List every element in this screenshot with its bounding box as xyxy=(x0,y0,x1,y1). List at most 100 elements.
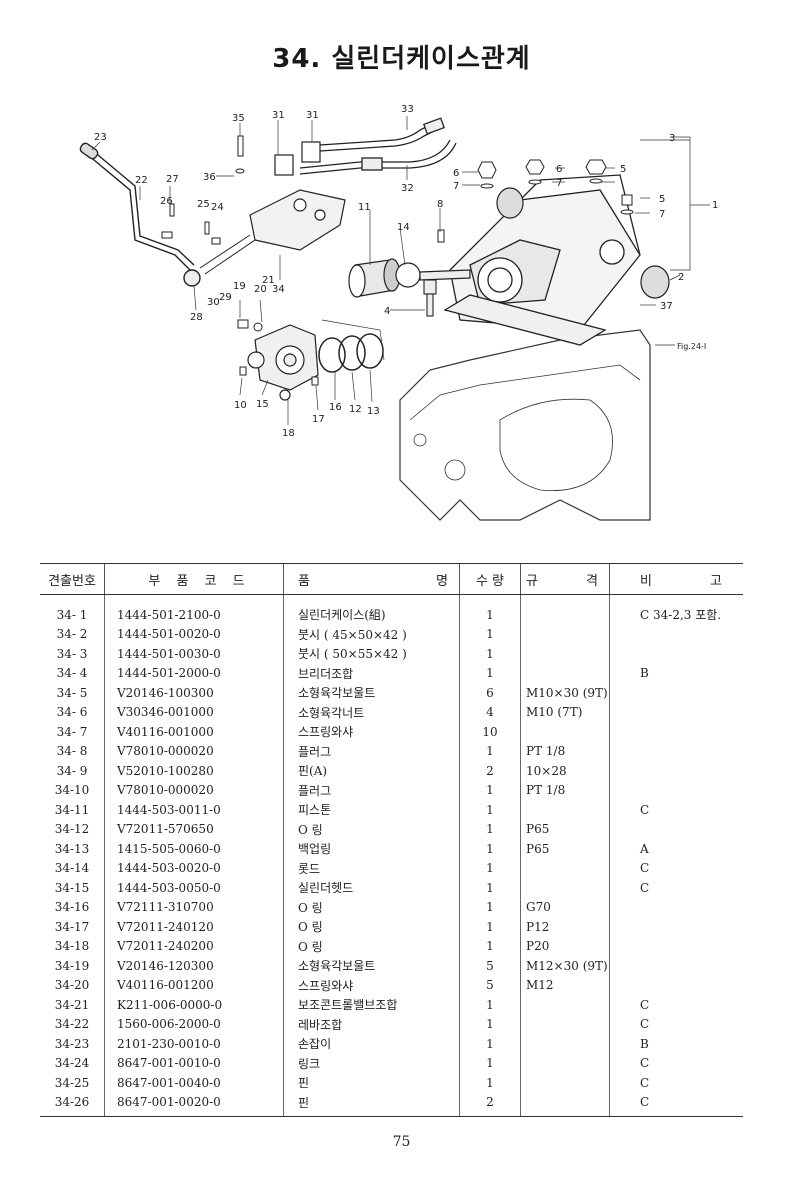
ref-cell: 34-20 xyxy=(54,978,90,993)
quantity-cell: 1 xyxy=(459,1014,521,1034)
part-name-cell: 브리더조합 xyxy=(283,663,460,683)
part-name-cell: 스프링와샤 xyxy=(283,722,460,742)
header-part-code: 부 품 코 드 xyxy=(104,563,284,595)
callout-24: 24 xyxy=(211,202,224,213)
part-code-cell: 1444-503-0011-0 xyxy=(104,800,284,820)
table-header-row: 견출번호 부 품 코 드 품 명 수 량 규 격 비 고 xyxy=(40,563,743,595)
header-ref-no: 견출번호 xyxy=(40,563,105,595)
callout-20: 20 xyxy=(254,284,267,295)
callout-8: 8 xyxy=(437,199,443,210)
part-name-cell: O 링 xyxy=(283,897,460,917)
part-name-cell: 보조콘트롤밸브조합 xyxy=(283,995,460,1015)
part-name-cell: O 링 xyxy=(283,936,460,956)
spec-cell xyxy=(520,644,610,664)
ref-cell: 34-23 xyxy=(54,1036,90,1051)
spec-cell xyxy=(520,663,610,683)
remarks-cell: C 34-2,3 포함. xyxy=(609,594,743,625)
callout-21: 21 xyxy=(262,275,275,286)
fasteners-top-right xyxy=(477,159,634,215)
quantity-cell: 1 xyxy=(459,624,521,644)
part-code-cell: V20146-120300 xyxy=(104,956,284,976)
ref-cell: 34- 2 xyxy=(56,627,88,642)
part-code-cell: K211-006-0000-0 xyxy=(104,995,284,1015)
part-code-cell: V72111-310700 xyxy=(104,897,284,917)
quantity-cell: 4 xyxy=(459,702,521,722)
ref-cell: 34- 9 xyxy=(56,763,88,778)
spec-cell xyxy=(520,1034,610,1054)
remarks-cell: C xyxy=(609,1053,743,1073)
part-code-cell: 2101-230-0010-0 xyxy=(104,1034,284,1054)
quantity-cell: 2 xyxy=(459,761,521,781)
quantity-cell: 1 xyxy=(459,878,521,898)
ref-cell: 34-14 xyxy=(54,861,90,876)
quantity-cell: 1 xyxy=(459,995,521,1015)
part-name-cell: 붓시 ( 45×50×42 ) xyxy=(283,624,460,644)
quantity-cell: 1 xyxy=(459,780,521,800)
quantity-cell: 1 xyxy=(459,858,521,878)
callout-14: 14 xyxy=(397,222,410,233)
part-code-cell: 1415-505-0060-0 xyxy=(104,839,284,859)
quantity-cell: 1 xyxy=(459,1053,521,1073)
spec-cell: P12 xyxy=(520,917,610,937)
remarks-cell xyxy=(609,897,743,917)
part-name-cell: 소형육각보울트 xyxy=(283,956,460,976)
control-valve-assembly xyxy=(249,141,346,251)
part-name-cell: 핀(A) xyxy=(283,761,460,781)
header-part-name-right: 명 xyxy=(436,573,448,589)
part-code-cell: 8647-001-0020-0 xyxy=(104,1092,284,1117)
callout-7a: 7 xyxy=(453,181,459,192)
spec-cell xyxy=(520,1014,610,1034)
header-quantity: 수 량 xyxy=(459,563,521,595)
o-rings xyxy=(318,333,384,373)
spec-cell: P65 xyxy=(520,819,610,839)
part-code-cell: 1444-503-0050-0 xyxy=(104,878,284,898)
callout-5b: 5 xyxy=(659,194,665,205)
remarks-cell xyxy=(609,936,743,956)
spec-cell: P65 xyxy=(520,839,610,859)
callout-7c: 7 xyxy=(659,209,665,220)
callout-22: 22 xyxy=(135,175,148,186)
spec-cell: M10×30 (9T) xyxy=(520,683,610,703)
ref-cell: 34-13 xyxy=(54,841,90,856)
quantity-cell: 1 xyxy=(459,800,521,820)
part-name-cell: 링크 xyxy=(283,1053,460,1073)
part-code-cell: V72011-240120 xyxy=(104,917,284,937)
part-name-cell: 레바조합 xyxy=(283,1014,460,1034)
part-code-cell: V30346-001000 xyxy=(104,702,284,722)
remarks-cell xyxy=(609,644,743,664)
header-remarks-right: 고 xyxy=(710,573,722,589)
part-code-cell: 1444-503-0020-0 xyxy=(104,858,284,878)
figure-reference-label: Fig.24-I xyxy=(677,342,706,351)
part-code-cell: 8647-001-0040-0 xyxy=(104,1073,284,1093)
callout-2: 2 xyxy=(678,272,684,283)
ref-cell: 34-18 xyxy=(54,939,90,954)
callout-18: 18 xyxy=(282,428,295,439)
part-name-cell: 소형육각보울트 xyxy=(283,683,460,703)
remarks-cell xyxy=(609,722,743,742)
remarks-cell xyxy=(609,683,743,703)
callout-26: 26 xyxy=(160,196,173,207)
part-code-cell: 1444-501-0030-0 xyxy=(104,644,284,664)
callout-7b: 7 xyxy=(556,178,562,189)
callout-15: 15 xyxy=(256,399,269,410)
callout-6a: 6 xyxy=(453,168,459,179)
quantity-cell: 10 xyxy=(459,722,521,742)
quantity-cell: 5 xyxy=(459,975,521,995)
part-code-cell: 1444-501-2000-0 xyxy=(104,663,284,683)
ref-cell: 34-22 xyxy=(54,1017,90,1032)
ref-cell: 34-11 xyxy=(54,802,90,817)
